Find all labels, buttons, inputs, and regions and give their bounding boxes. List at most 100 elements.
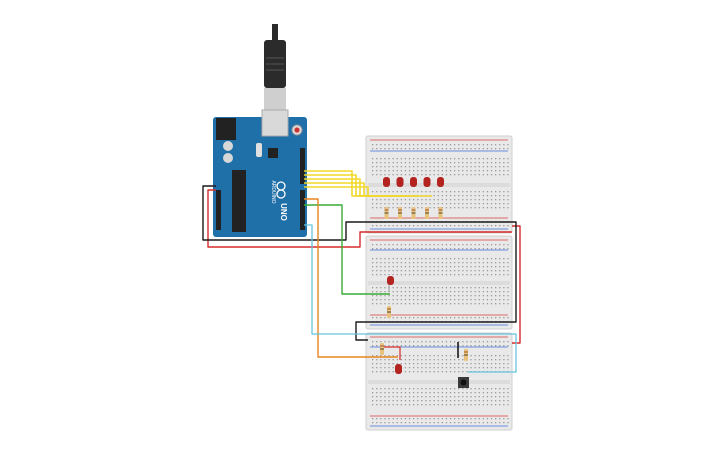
breadboard-hole	[499, 295, 501, 297]
breadboard-hole	[400, 199, 402, 201]
breadboard-hole	[486, 388, 489, 390]
led[interactable]	[396, 177, 404, 187]
breadboard-hole	[433, 295, 435, 297]
analog-header[interactable]	[216, 190, 221, 230]
breadboard-hole	[470, 422, 472, 424]
breadboard-hole	[474, 262, 476, 264]
breadboard-hole	[413, 345, 415, 347]
breadboard-hole	[380, 148, 382, 150]
breadboard-hole	[490, 295, 493, 297]
breadboard-hole	[404, 404, 407, 406]
breadboard-hole	[458, 392, 460, 394]
breadboard-middle[interactable]	[365, 235, 513, 330]
led[interactable]	[410, 177, 417, 187]
wire-red[interactable]	[207, 189, 512, 248]
breadboard-hole	[449, 244, 452, 246]
breadboard-hole	[503, 363, 505, 365]
breadboard-hole	[458, 363, 460, 365]
breadboard-hole	[408, 345, 411, 347]
breadboard-hole	[392, 207, 394, 209]
breadboard-hole	[372, 207, 374, 209]
breadboard-hole	[462, 270, 464, 272]
led[interactable]	[423, 177, 431, 187]
breadboard-hole	[441, 203, 443, 205]
breadboard-hole	[372, 258, 374, 260]
led[interactable]	[383, 177, 390, 187]
breadboard-hole	[413, 303, 415, 305]
middle-led[interactable]	[387, 276, 394, 292]
breadboard-hole	[454, 248, 456, 250]
breadboard-hole	[388, 248, 390, 250]
breadboard-hole	[372, 418, 374, 420]
breadboard-hole	[433, 203, 435, 205]
breadboard-hole	[495, 174, 497, 176]
arduino-uno-board[interactable]: ARDUINO UNO	[213, 24, 307, 237]
breadboard-hole	[495, 144, 497, 146]
breadboard-hole	[495, 148, 497, 150]
breadboard-hole	[400, 359, 402, 361]
wire-green[interactable]	[304, 204, 390, 295]
breadboard-hole	[380, 367, 382, 369]
breadboard-hole	[449, 392, 452, 394]
digital-header[interactable]	[300, 148, 305, 184]
breadboard-hole	[445, 203, 448, 205]
breadboard-hole	[507, 295, 509, 297]
wire-cyan[interactable]	[304, 224, 517, 373]
breadboard-hole	[482, 274, 484, 276]
breadboard-hole	[376, 225, 378, 227]
wire-black[interactable]	[202, 185, 517, 341]
breadboard-hole	[458, 341, 460, 343]
bottom-led[interactable]	[395, 364, 402, 374]
breadboard-hole	[454, 404, 456, 406]
breadboard-hole	[380, 341, 382, 343]
breadboard-hole	[474, 203, 476, 205]
breadboard-hole	[495, 404, 497, 406]
breadboard-hole	[445, 341, 448, 343]
breadboard-hole	[400, 191, 402, 193]
breadboard-hole	[478, 291, 480, 293]
breadboard-hole	[408, 422, 411, 424]
breadboard-hole	[421, 270, 423, 272]
breadboard-hole	[454, 258, 456, 260]
breadboard-hole	[417, 317, 419, 319]
wire-yellow[interactable]	[304, 186, 432, 197]
breadboard-hole	[507, 299, 509, 301]
breadboard-hole	[462, 367, 464, 369]
wire-red-short[interactable]	[380, 346, 401, 360]
breadboard-hole	[470, 303, 472, 305]
breadboard-hole	[503, 166, 505, 168]
wire-orange[interactable]	[304, 198, 398, 358]
breadboard-hole	[486, 162, 489, 164]
breadboard-hole	[425, 199, 427, 201]
breadboard-hole	[441, 144, 443, 146]
breadboard-hole	[372, 359, 374, 361]
breadboard-hole	[408, 225, 411, 227]
breadboard-hole	[470, 388, 472, 390]
bottom-resistor-right[interactable]	[464, 349, 468, 361]
pushbutton[interactable]	[458, 377, 469, 388]
breadboard-hole	[392, 317, 394, 319]
breadboard-hole	[486, 341, 489, 343]
breadboard-hole	[441, 170, 443, 172]
breadboard-hole	[372, 371, 374, 373]
breadboard-hole	[441, 158, 443, 160]
breadboard-hole	[449, 225, 452, 227]
middle-resistor[interactable]	[387, 306, 391, 318]
led[interactable]	[437, 177, 444, 187]
breadboard-hole	[437, 258, 439, 260]
breadboard-hole	[396, 388, 398, 390]
breadboard-hole	[462, 317, 464, 319]
bottom-resistor-left[interactable]	[380, 343, 384, 355]
breadboard-hole	[437, 166, 439, 168]
breadboard-hole	[503, 291, 505, 293]
breadboard-hole	[470, 162, 472, 164]
breadboard-hole	[470, 244, 472, 246]
breadboard-hole	[372, 203, 374, 205]
digital-header[interactable]	[300, 190, 305, 230]
top-resistor-array	[384, 207, 443, 219]
breadboard-bottom[interactable]	[365, 332, 513, 431]
breadboard-hole	[384, 295, 386, 297]
breadboard-hole	[433, 148, 435, 150]
breadboard-hole	[437, 270, 439, 272]
